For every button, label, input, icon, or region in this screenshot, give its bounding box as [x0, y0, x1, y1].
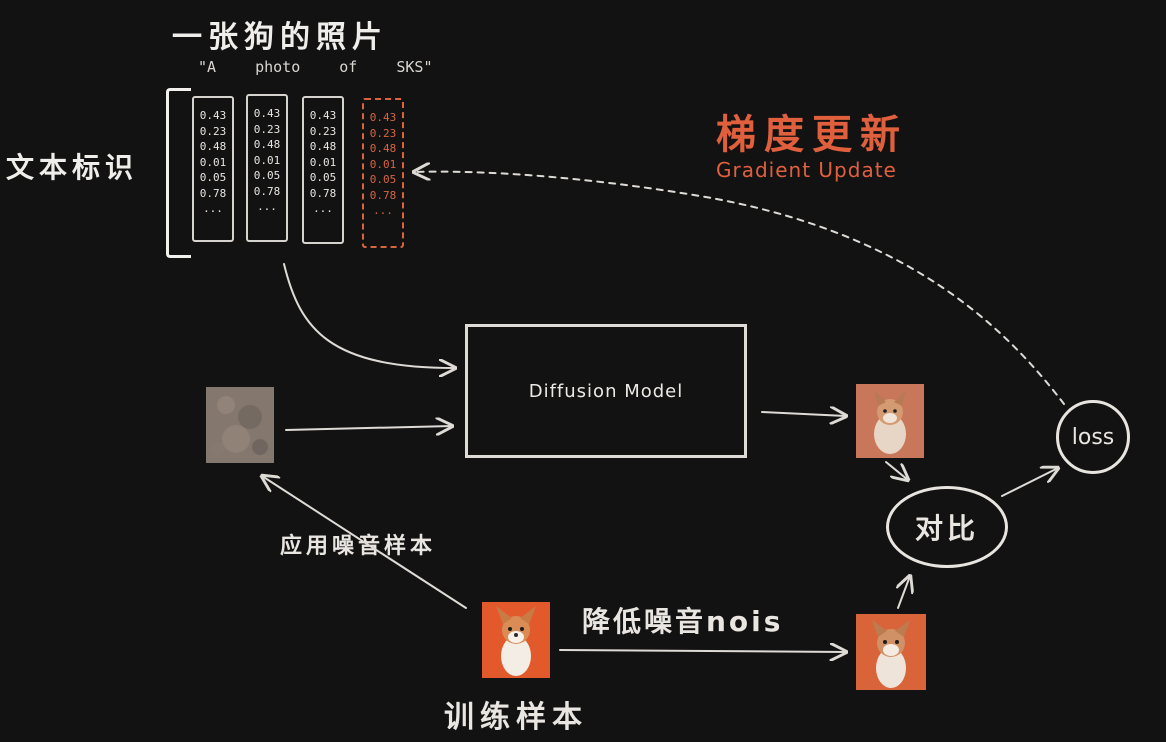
vector-value: 0.43 — [309, 109, 337, 122]
vector-value: 0.78 — [309, 186, 337, 200]
diagram-title: 一张狗的照片 — [172, 20, 388, 55]
arrow-compare-to-loss — [1001, 468, 1058, 497]
vector-value: 0.48 — [253, 138, 281, 151]
vector-value: 0.43 — [199, 109, 227, 122]
noisy-sample-image — [206, 387, 274, 463]
generated-dog-image — [856, 384, 924, 458]
vector-value: 0.78 — [199, 186, 227, 200]
gradient-update-label-cn: 梯度更新 — [716, 112, 908, 158]
vector-bracket — [166, 88, 191, 258]
loss-node: loss — [1056, 400, 1130, 474]
compare-label: 对比 — [914, 512, 979, 545]
vector-value: 0.48 — [369, 142, 397, 155]
training-sample-image — [482, 602, 550, 678]
vector-value: 0.05 — [369, 173, 397, 186]
denoise-label: 降低噪音nois — [582, 605, 784, 638]
loss-label: loss — [1071, 424, 1115, 450]
arrow-train-to-denoised — [559, 650, 846, 652]
vector-value: 0.78 — [369, 188, 397, 202]
vector-value: ... — [257, 200, 277, 213]
prompt-text: "A photo of SKS" — [198, 58, 433, 76]
vector-value: 0.23 — [199, 124, 227, 138]
vector-value: ... — [203, 202, 223, 215]
embedding-vector-sks-dashed: 0.43 0.23 0.48 0.01 0.05 0.78 ... — [362, 98, 404, 248]
embedding-vector-3: 0.43 0.23 0.48 0.01 0.05 0.78 ... — [302, 96, 344, 244]
compare-node: 对比 — [886, 486, 1008, 568]
vector-value: 0.43 — [369, 111, 397, 124]
diffusion-model-box: Diffusion Model — [465, 324, 747, 458]
arrow-model-to-output — [761, 412, 846, 416]
arrow-output-to-compare — [885, 461, 908, 480]
vector-value: ... — [313, 202, 333, 215]
vector-value: 0.48 — [199, 140, 227, 153]
vector-value: 0.05 — [199, 171, 227, 184]
text-id-label: 文本标识 — [6, 151, 139, 184]
arrow-vectors-to-model — [283, 263, 455, 368]
vector-value: 0.01 — [253, 153, 281, 167]
vector-value: 0.01 — [369, 157, 397, 171]
vector-value: 0.01 — [199, 155, 227, 169]
vector-value: 0.05 — [309, 171, 337, 184]
arrow-denoised-to-compare — [898, 576, 910, 609]
denoised-sample-image — [856, 614, 926, 690]
vector-value: 0.23 — [369, 126, 397, 140]
vector-value: 0.23 — [253, 122, 281, 136]
vector-value: 0.78 — [253, 184, 281, 198]
vector-value: 0.43 — [253, 107, 281, 120]
training-sample-label: 训练样本 — [444, 700, 588, 735]
arrow-loss-gradient-update — [414, 172, 1065, 405]
gradient-update-label-en: Gradient Update — [716, 158, 897, 182]
arrow-train-to-noisy — [262, 476, 467, 609]
vector-value: 0.05 — [253, 169, 281, 182]
apply-noise-label: 应用噪音样本 — [280, 534, 437, 559]
vector-value: 0.01 — [309, 155, 337, 169]
diffusion-model-label: Diffusion Model — [528, 380, 684, 402]
vector-value: ... — [373, 204, 393, 217]
vector-value: 0.48 — [309, 140, 337, 153]
arrow-noisy-to-model — [285, 426, 452, 430]
embedding-vector-2: 0.43 0.23 0.48 0.01 0.05 0.78 ... — [246, 94, 288, 242]
embedding-vector-1: 0.43 0.23 0.48 0.01 0.05 0.78 ... — [192, 96, 234, 242]
vector-value: 0.23 — [309, 124, 337, 138]
